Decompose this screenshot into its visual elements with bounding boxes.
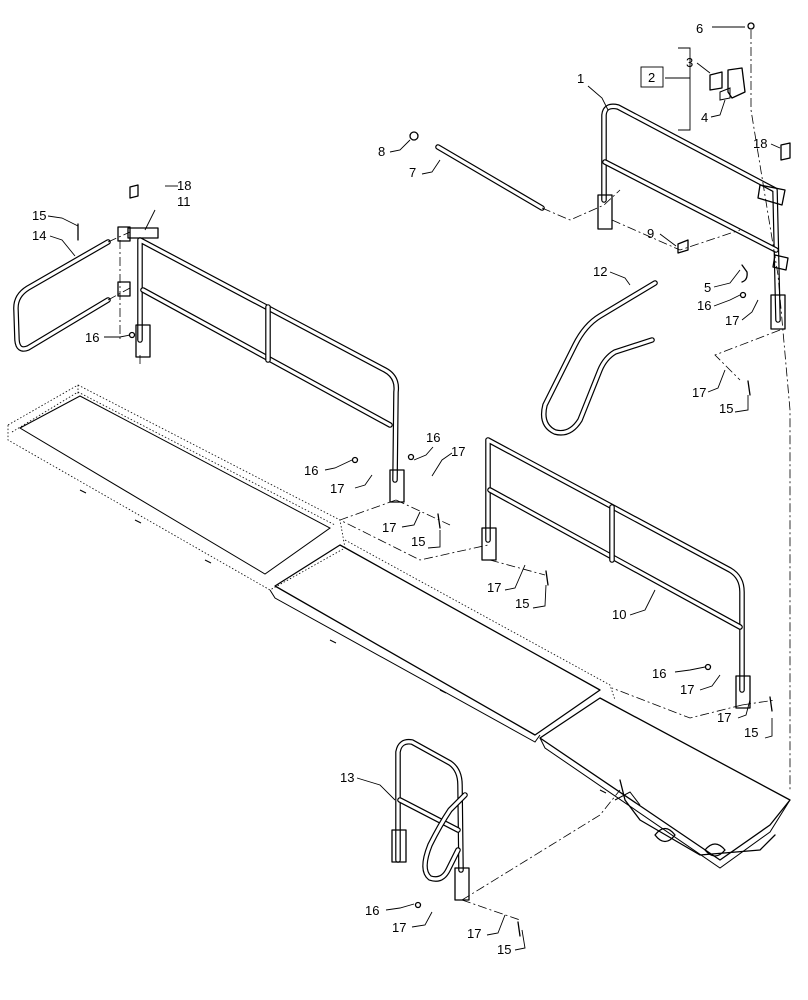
callout-4: 4 [701, 110, 708, 125]
callout-17h: 17 [692, 385, 706, 400]
curved-handrail [540, 280, 658, 436]
callout-16b: 16 [304, 463, 318, 478]
callout-2: 2 [648, 70, 655, 85]
side-handrail [13, 226, 131, 352]
callout-17c: 17 [382, 520, 396, 535]
step-handrail [391, 738, 470, 901]
callouts: 1 2 3 4 5 6 7 8 9 10 11 12 13 14 15 15 1… [32, 21, 767, 957]
callout-17a: 17 [330, 481, 344, 496]
callout-16e: 16 [652, 666, 666, 681]
callout-16c: 16 [426, 430, 440, 445]
callout-12: 12 [593, 264, 607, 279]
callout-18a: 18 [177, 178, 191, 193]
callout-5: 5 [704, 280, 711, 295]
callout-17b: 17 [451, 444, 465, 459]
callout-1: 1 [577, 71, 584, 86]
rear-handrail [127, 227, 405, 503]
callout-15b: 15 [411, 534, 425, 549]
callout-17j: 17 [467, 926, 481, 941]
front-handrail [481, 437, 751, 709]
assembly-lines [119, 30, 791, 921]
small-hardware [129, 22, 791, 283]
leader-lines [47, 26, 781, 951]
callout-10: 10 [612, 607, 626, 622]
rod [409, 131, 545, 211]
callout-17g: 17 [725, 313, 739, 328]
callout-9: 9 [647, 226, 654, 241]
top-handrail [597, 103, 789, 330]
callout-18b: 18 [753, 136, 767, 151]
callout-13: 13 [340, 770, 354, 785]
step-platform [7, 384, 791, 869]
callout-8: 8 [378, 144, 385, 159]
callout-15d: 15 [744, 725, 758, 740]
callout-16a: 16 [85, 330, 99, 345]
callout-17d: 17 [487, 580, 501, 595]
callout-16d: 16 [697, 298, 711, 313]
callout-2-box [640, 66, 664, 88]
callout-15f: 15 [497, 942, 511, 957]
callout-7: 7 [409, 165, 416, 180]
callout-17i: 17 [392, 920, 406, 935]
callout-17f: 17 [717, 710, 731, 725]
callout-14: 14 [32, 228, 46, 243]
callout-15a: 15 [32, 208, 46, 223]
callout-3: 3 [686, 55, 693, 70]
fasteners [77, 223, 773, 937]
callout-15c: 15 [515, 596, 529, 611]
callout-15e: 15 [719, 401, 733, 416]
callout-11: 11 [177, 194, 191, 209]
callout-16f: 16 [365, 903, 379, 918]
callout-6: 6 [696, 21, 703, 36]
callout-17e: 17 [680, 682, 694, 697]
